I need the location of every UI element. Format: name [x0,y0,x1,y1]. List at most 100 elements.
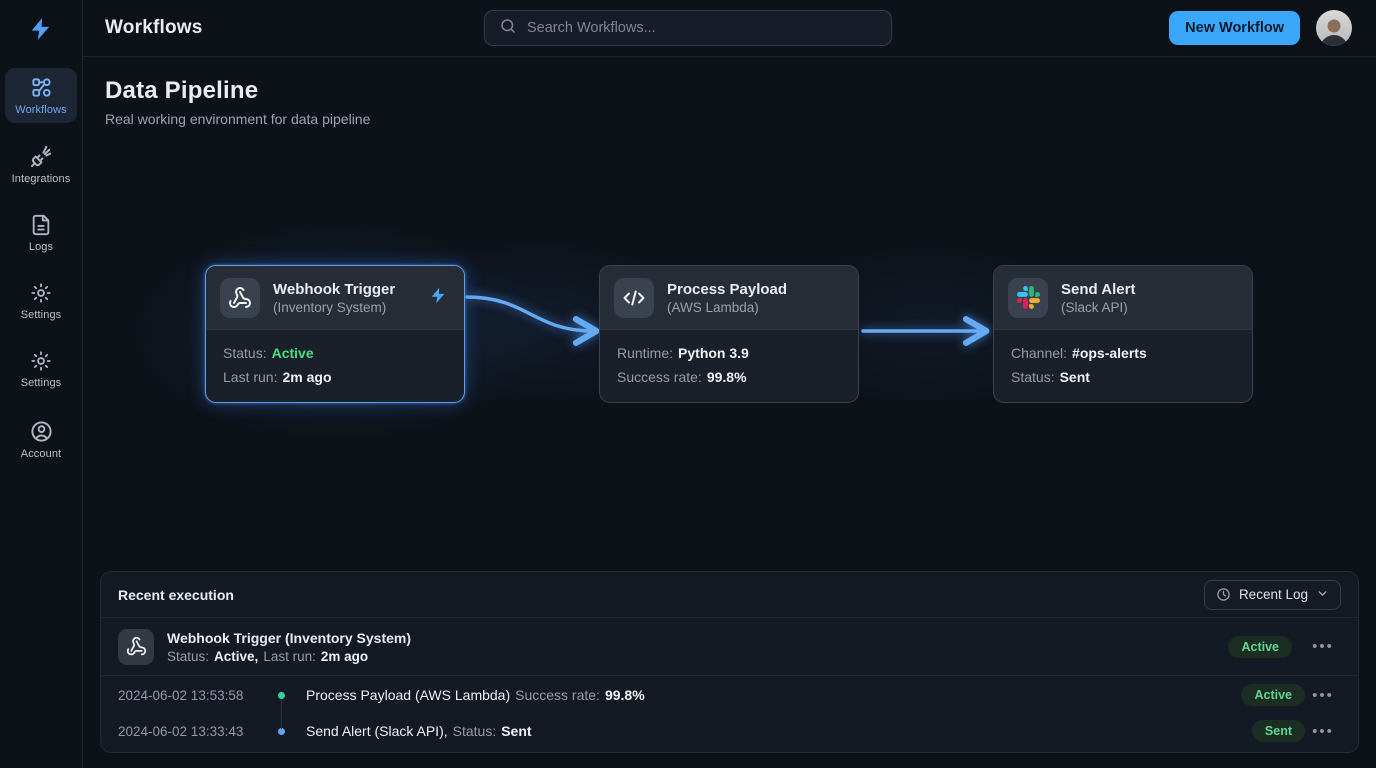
sidebar: Workflows Integrations [0,0,83,768]
log-row-title: Process Payload (AWS Lambda) [306,687,511,703]
node-process-payload[interactable]: Process Payload (AWS Lambda) Runtime: Py… [599,265,859,403]
document-icon [30,214,52,236]
sidebar-item-label: Workflows [15,104,67,116]
sidebar-item-workflows[interactable]: Workflows [5,68,77,123]
field-value-status: Active [271,345,314,361]
clock-icon [1216,587,1231,602]
workflow-canvas: Data Pipeline Real working environment f… [83,57,1376,768]
sidebar-item-label: Settings [20,377,62,389]
log-timestamp: 2024-06-02 13:33:43 [118,723,244,739]
node-body: Channel: #ops-alerts Status: Sent [994,330,1252,402]
gear-icon [30,350,52,372]
field-label: Runtime: [617,345,674,361]
lastrun-label: Last run: [263,648,316,664]
log-row-text: Send Alert (Slack API), Status: Sent [306,723,1252,739]
node-title: Process Payload [667,280,788,298]
log-row-featured: Webhook Trigger (Inventory System) Statu… [101,618,1358,676]
status-label: Status: [167,648,210,664]
log-row-title: Send Alert (Slack API), [306,723,448,739]
log-suffix-value: Sent [501,723,532,739]
node-body: Status: Active Last run: 2m ago [206,330,464,402]
sidebar-item-label: Integrations [11,173,71,185]
timeline-dot-cell [269,691,293,699]
node-field: Status: Active [223,341,447,365]
webhook-icon [118,628,154,665]
lastrun-value: 2m ago [320,648,369,664]
node-title: Send Alert [1061,280,1136,298]
timeline-connector [280,700,282,729]
log-row: 2024-06-02 13:33:43 Send Alert (Slack AP… [101,714,1358,748]
page-title: Data Pipeline [105,77,259,104]
search-icon [499,17,517,40]
status-badge: Active [1228,635,1292,658]
field-label: Status: [1011,369,1055,385]
sidebar-item-logs[interactable]: Logs [5,206,77,260]
log-timestamp: 2024-06-02 13:53:58 [118,687,244,703]
workflow-nodes-icon [30,76,53,99]
main-area: Workflows New Workflow Data Pipeli [83,0,1376,768]
node-field: Status: Sent [1011,365,1235,389]
node-header: Webhook Trigger (Inventory System) [206,266,464,330]
timeline-dot-green [277,691,285,699]
topbar: Workflows New Workflow [83,0,1376,57]
sidebar-item-label: Settings [20,309,62,321]
page-header: Data Pipeline Real working environment f… [83,57,1376,127]
log-suffix-label: Status: [452,723,497,739]
field-label: Success rate: [617,369,702,385]
topbar-right: New Workflow [1169,10,1352,46]
node-field: Success rate: 99.8% [617,365,841,389]
field-label: Channel: [1011,345,1068,361]
field-value: Sent [1059,369,1090,385]
sidebar-item-settings[interactable]: Settings [5,274,77,328]
sidebar-item-account[interactable]: Account [5,412,77,467]
row-menu-button[interactable]: ••• [1312,722,1334,740]
log-row-subtitle: Status: Active, Last run: 2m ago [167,649,1215,664]
row-menu-button[interactable]: ••• [1312,638,1334,655]
sidebar-item-settings-bottom[interactable]: Settings [5,342,77,396]
node-header: Send Alert (Slack API) [994,266,1252,330]
timeline-dot-blue [277,727,285,735]
node-field: Channel: #ops-alerts [1011,341,1235,365]
row-menu-button[interactable]: ••• [1312,686,1334,704]
node-field: Runtime: Python 3.9 [617,341,841,365]
node-titles: Webhook Trigger (Inventory System) [273,281,416,315]
recent-log-label: Recent Log [1238,587,1308,602]
trigger-bolt-icon [429,286,448,310]
new-workflow-button[interactable]: New Workflow [1169,11,1300,45]
node-subtitle: (Slack API) [1061,299,1128,315]
sidebar-item-integrations[interactable]: Integrations [5,137,77,192]
sidebar-item-label: Logs [28,241,54,253]
log-suffix-label: Success rate: [515,687,600,703]
panel-title: Recent execution [118,586,234,603]
sidebar-nav: Workflows Integrations [0,68,82,342]
field-value: 2m ago [282,369,332,385]
status-badge: Active [1241,684,1305,706]
field-value: #ops-alerts [1072,345,1147,361]
status-badge: Sent [1251,720,1305,742]
slack-icon [1008,277,1048,318]
log-rows: 2024-06-02 13:53:58 Process Payload (AWS… [101,676,1358,748]
chevron-down-icon [1316,587,1329,603]
user-circle-icon [30,420,53,443]
node-titles: Send Alert (Slack API) [1061,281,1238,315]
recent-log-dropdown[interactable]: Recent Log [1203,579,1341,610]
app-title: Workflows [105,17,203,38]
node-webhook-trigger[interactable]: Webhook Trigger (Inventory System) Statu… [205,265,465,403]
gear-icon [30,282,52,304]
status-value: Active, [214,648,259,664]
code-icon [614,277,654,318]
sidebar-item-label: Account [20,448,62,460]
log-suffix-value: 99.8% [604,687,645,703]
search-box [484,10,892,46]
log-row-text: Webhook Trigger (Inventory System) Statu… [167,630,1215,664]
node-title: Webhook Trigger [273,280,396,298]
field-label: Status: [223,345,267,361]
node-send-alert[interactable]: Send Alert (Slack API) Channel: #ops-ale… [993,265,1253,403]
search-input[interactable] [527,20,877,36]
field-label: Last run: [223,369,278,385]
plug-spark-icon [30,145,53,168]
webhook-icon [220,277,260,318]
app-logo-lightning-icon [24,10,58,48]
user-avatar[interactable] [1316,10,1352,46]
